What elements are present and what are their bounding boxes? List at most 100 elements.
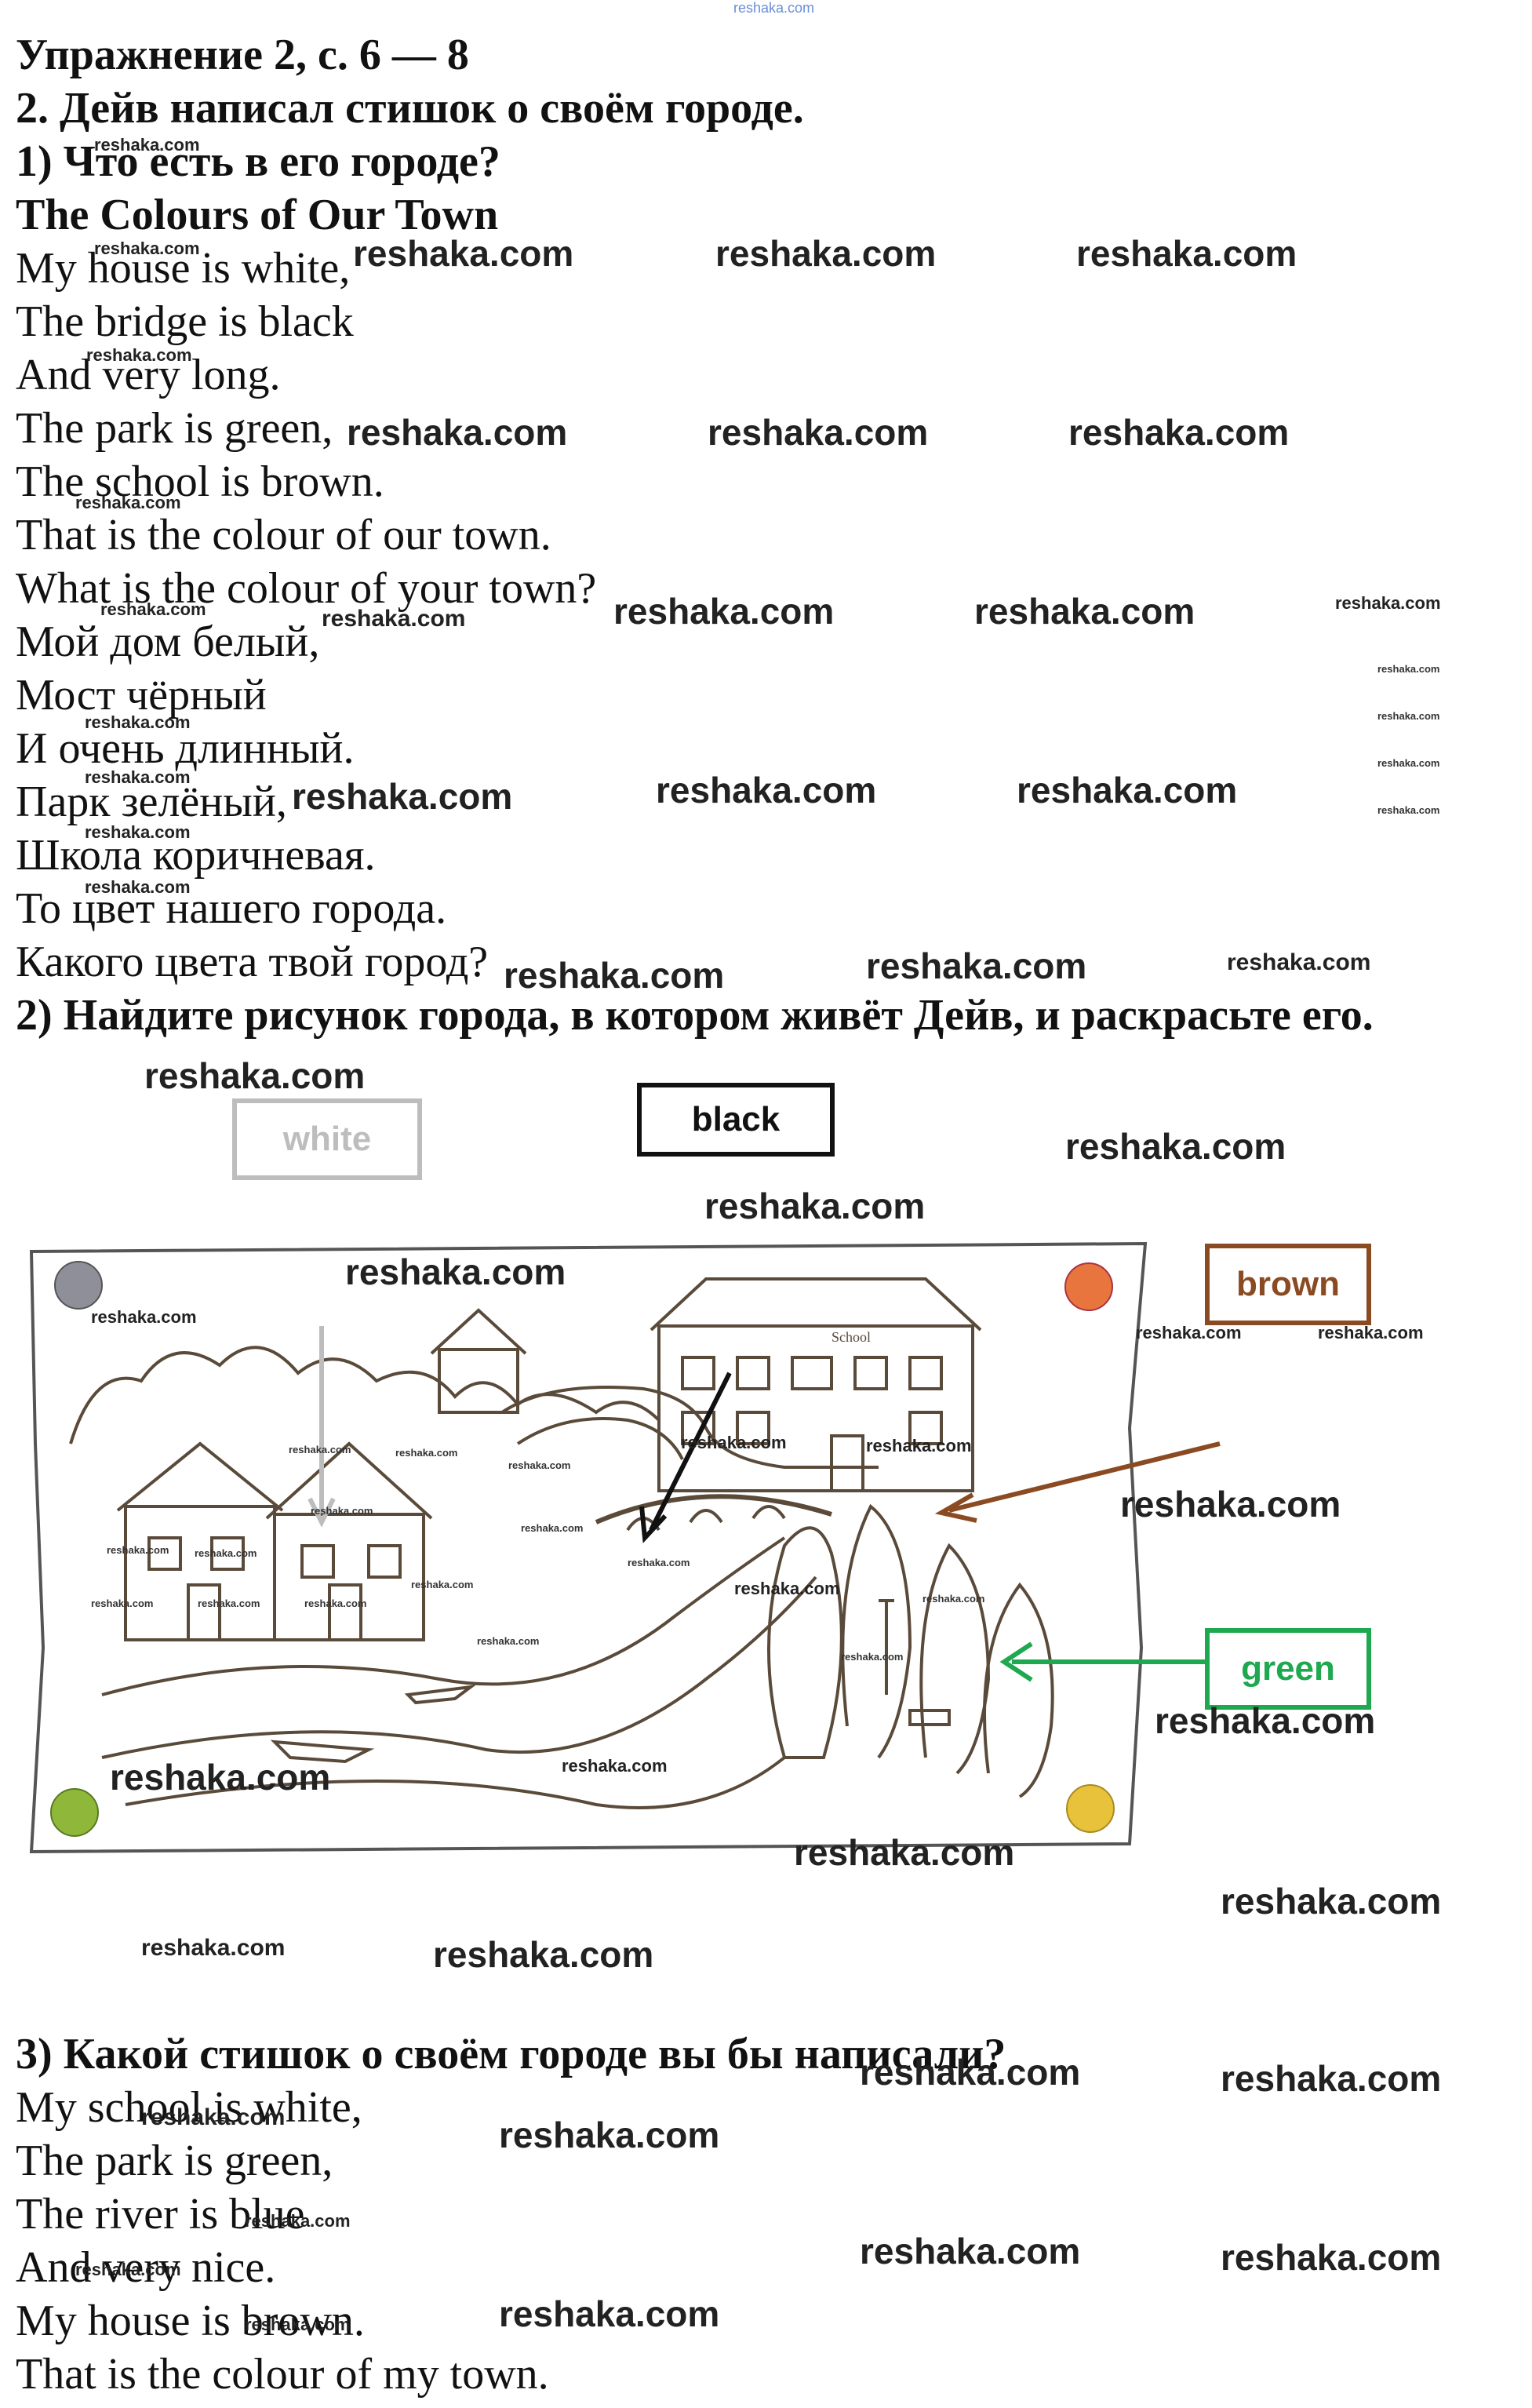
answer-line: The river is blue	[16, 2190, 305, 2239]
watermark: reshaka.com	[198, 1597, 260, 1609]
watermark: reshaka.com	[86, 345, 192, 365]
school-building	[657, 1324, 974, 1492]
translation-line: И очень длинный.	[16, 724, 355, 773]
watermark: reshaka.com	[860, 2231, 1081, 2271]
watermark: reshaka.com	[411, 1579, 474, 1590]
watermark: reshaka.com	[347, 412, 568, 453]
river	[101, 1536, 786, 1696]
watermark: reshaka.com	[94, 135, 200, 155]
bridge	[595, 1494, 832, 1525]
poem-line: What is the colour of your town?	[16, 564, 597, 613]
answer-line: And very nice.	[16, 2243, 276, 2292]
watermark: reshaka.com	[195, 1547, 257, 1559]
pin-top-left	[54, 1261, 103, 1310]
pin-bottom-right	[1066, 1784, 1115, 1833]
background-trees	[69, 1346, 660, 1444]
watermark: reshaka.com	[681, 1433, 787, 1452]
watermark: reshaka.com	[289, 1444, 351, 1455]
watermark: reshaka.com	[85, 767, 191, 787]
brown-label: brown	[1205, 1244, 1371, 1325]
task-title: 2. Дейв написал стишок о своём городе.	[16, 84, 804, 133]
watermark: reshaka.com	[1377, 710, 1440, 722]
poem-line: My house is white,	[16, 244, 351, 293]
watermark: reshaka.com	[144, 1055, 366, 1096]
translation-line: Школа коричневая.	[16, 831, 376, 880]
question-2: 2) Найдите рисунок города, в котором жив…	[16, 991, 1374, 1040]
watermark: reshaka.com	[107, 1544, 169, 1556]
white-label: white	[232, 1098, 422, 1180]
watermark: reshaka.com	[91, 1307, 197, 1327]
watermark: reshaka.com	[1155, 1700, 1376, 1741]
watermark: reshaka.com	[1076, 233, 1297, 274]
watermark: reshaka.com	[1136, 1323, 1242, 1342]
watermark: reshaka.com	[922, 1593, 985, 1605]
translation-line: Мост чёрный	[16, 671, 267, 719]
watermark: reshaka.com	[292, 776, 513, 817]
watermark: reshaka.com	[245, 2315, 351, 2334]
watermark: reshaka.com	[613, 591, 835, 632]
watermark: reshaka.com	[245, 2211, 351, 2231]
boat-2	[404, 1685, 477, 1705]
watermark: reshaka.com	[94, 239, 200, 258]
watermark: reshaka.com	[562, 1756, 668, 1776]
poem-line: The school is brown.	[16, 457, 384, 506]
translation-line: То цвет нашего города.	[16, 884, 447, 933]
poem-line: That is the colour of our town.	[16, 511, 551, 559]
answer-line: That is the colour of my town.	[16, 2350, 549, 2399]
watermark: reshaka.com	[85, 877, 191, 897]
watermark: reshaka.com	[322, 606, 466, 632]
poster-sheet	[29, 1241, 1148, 1854]
watermark: reshaka.com	[395, 1447, 458, 1459]
poem-line: And very long.	[16, 351, 281, 399]
watermark: reshaka.com	[499, 2115, 720, 2155]
watermark: reshaka.com	[477, 1635, 540, 1647]
answer-line: The park is green,	[16, 2137, 333, 2185]
pin-top-right	[1064, 1262, 1113, 1311]
watermark: reshaka.com	[794, 1832, 1015, 1873]
watermark: reshaka.com	[311, 1505, 373, 1517]
watermark: reshaka.com	[75, 493, 181, 512]
translation-line: Какого цвета твой город?	[16, 938, 489, 986]
watermark-top: reshaka.com	[733, 0, 815, 16]
watermark: reshaka.com	[85, 822, 191, 842]
watermark: reshaka.com	[521, 1522, 584, 1534]
small-house	[438, 1348, 519, 1414]
watermark: reshaka.com	[866, 945, 1087, 986]
road	[500, 1386, 879, 1469]
watermark: reshaka.com	[1221, 2237, 1442, 2278]
black-arrow	[649, 1372, 732, 1532]
watermark: reshaka.com	[704, 1186, 926, 1226]
watermark: reshaka.com	[1221, 2058, 1442, 2099]
town-illustration: School	[29, 1241, 1221, 1854]
black-label: black	[637, 1083, 835, 1157]
brown-arrow	[948, 1441, 1221, 1513]
exercise-title: Упражнение 2, с. 6 — 8	[16, 31, 469, 79]
question-3: 3) Какой стишок о своём городе вы бы нап…	[16, 2030, 1006, 2078]
pin-bottom-left	[50, 1788, 99, 1837]
answer-line: My school is white,	[16, 2083, 362, 2132]
green-label: green	[1205, 1628, 1371, 1710]
bench	[908, 1709, 951, 1726]
poem-title: The Colours of Our Town	[16, 191, 499, 239]
watermark: reshaka.com	[508, 1459, 571, 1471]
poem-line: The park is green,	[16, 404, 333, 453]
watermark: reshaka.com	[304, 1597, 367, 1609]
watermark: reshaka.com	[1065, 1126, 1286, 1167]
watermark: reshaka.com	[974, 591, 1195, 632]
watermark: reshaka.com	[141, 1935, 286, 1961]
watermark: reshaka.com	[860, 2052, 1081, 2093]
watermark: reshaka.com	[1221, 1881, 1442, 1922]
watermark: reshaka.com	[656, 770, 877, 811]
watermark: reshaka.com	[734, 1579, 840, 1598]
watermark: reshaka.com	[841, 1651, 904, 1663]
watermark: reshaka.com	[499, 2293, 720, 2334]
watermark: reshaka.com	[628, 1557, 690, 1568]
watermark: reshaka.com	[1227, 949, 1371, 975]
watermark: reshaka.com	[1377, 663, 1440, 675]
school-sign: School	[832, 1329, 871, 1345]
watermark: reshaka.com	[708, 412, 929, 453]
watermark: reshaka.com	[1335, 593, 1441, 613]
answer-line: My house is brown.	[16, 2297, 365, 2345]
watermark: reshaka.com	[715, 233, 937, 274]
translation-line: Парк зелёный,	[16, 778, 287, 826]
